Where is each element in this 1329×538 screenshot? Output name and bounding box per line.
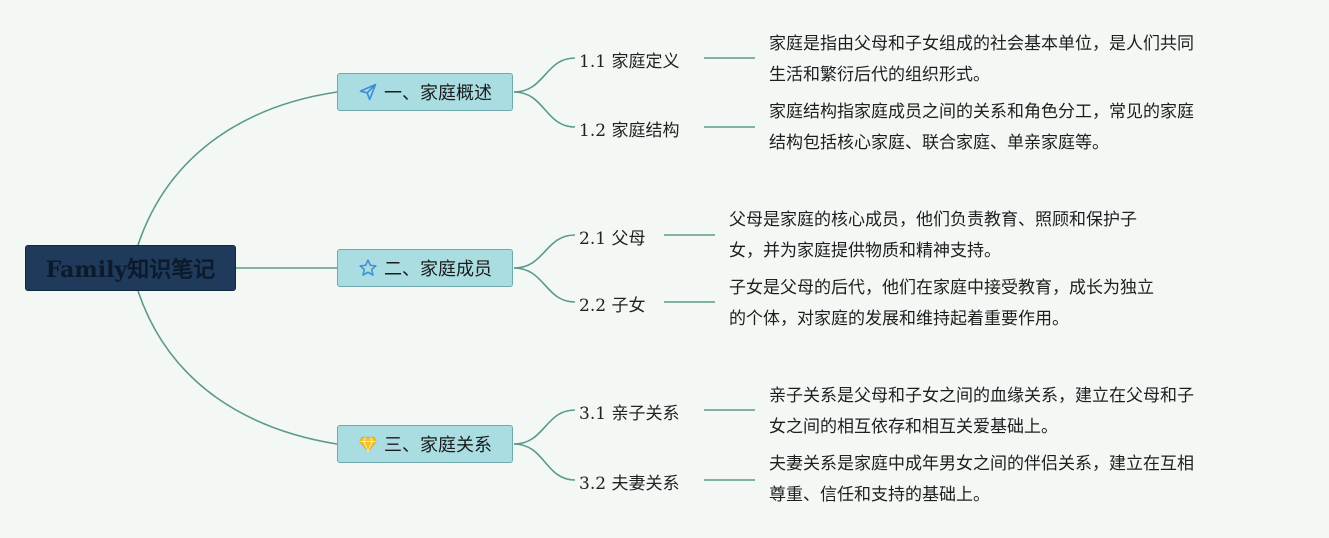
branch-node-overview[interactable]: 一、家庭概述 bbox=[337, 73, 513, 111]
description-line: 亲子关系是父母和子女之间的血缘关系，建立在父母和子 bbox=[769, 386, 1194, 406]
description-definition[interactable]: 家庭是指由父母和子女组成的社会基本单位，是人们共同 生活和繁衍后代的组织形式。 bbox=[769, 29, 1194, 91]
description-line: 家庭是指由父母和子女组成的社会基本单位，是人们共同 bbox=[769, 34, 1194, 54]
sub-topic-parents[interactable]: 2.1 父母 bbox=[579, 224, 645, 249]
sub-topic-children[interactable]: 2.2 子女 bbox=[579, 291, 645, 316]
sub-topic-label: 父母 bbox=[611, 229, 646, 249]
description-line: 子女是父母的后代，他们在家庭中接受教育，成长为独立 bbox=[729, 278, 1154, 298]
root-node[interactable]: Family知识笔记 bbox=[25, 245, 236, 291]
branch-node-members[interactable]: 二、家庭成员 bbox=[337, 249, 513, 287]
description-structure[interactable]: 家庭结构指家庭成员之间的关系和角色分工，常见的家庭 结构包括核心家庭、联合家庭、… bbox=[769, 97, 1194, 159]
diamond-icon bbox=[358, 434, 378, 454]
connector-root-branch-1 bbox=[137, 91, 338, 246]
description-parents[interactable]: 父母是家庭的核心成员，他们负责教育、照顾和保护子 女，并为家庭提供物质和精神支持… bbox=[729, 205, 1137, 267]
description-line: 家庭结构指家庭成员之间的关系和角色分工，常见的家庭 bbox=[769, 102, 1194, 122]
description-line: 女，并为家庭提供物质和精神支持。 bbox=[729, 241, 1001, 261]
branch-node-relations[interactable]: 三、家庭关系 bbox=[337, 425, 513, 463]
description-line: 女之间的相互依存和相互关爱基础上。 bbox=[769, 417, 1058, 437]
sub-topic-number: 1.2 bbox=[579, 121, 607, 141]
branch-label: 二、家庭成员 bbox=[384, 259, 492, 280]
connector-root-branch-3 bbox=[137, 290, 338, 445]
description-children[interactable]: 子女是父母的后代，他们在家庭中接受教育，成长为独立 的个体，对家庭的发展和维持起… bbox=[729, 273, 1154, 335]
connector-branch-3-sub-1 bbox=[513, 409, 576, 445]
description-line: 生活和繁衍后代的组织形式。 bbox=[769, 65, 990, 85]
connector-branch-3-sub-2 bbox=[513, 443, 576, 481]
paper-plane-icon bbox=[358, 82, 378, 102]
connector-branch-1-sub-2 bbox=[513, 91, 576, 128]
sub-topic-number: 2.2 bbox=[579, 296, 607, 316]
root-title: Family知识笔记 bbox=[45, 257, 216, 283]
sub-topic-label: 家庭定义 bbox=[611, 52, 680, 72]
star-icon bbox=[358, 258, 378, 278]
description-line: 父母是家庭的核心成员，他们负责教育、照顾和保护子 bbox=[729, 210, 1137, 230]
sub-topic-label: 家庭结构 bbox=[611, 121, 680, 141]
sub-topic-label: 子女 bbox=[611, 296, 646, 316]
sub-topic-label: 亲子关系 bbox=[611, 404, 680, 424]
sub-topic-definition[interactable]: 1.1 家庭定义 bbox=[579, 47, 679, 72]
description-line: 的个体，对家庭的发展和维持起着重要作用。 bbox=[729, 309, 1069, 329]
description-line: 结构包括核心家庭、联合家庭、单亲家庭等。 bbox=[769, 133, 1109, 153]
branch-label: 三、家庭关系 bbox=[384, 435, 492, 456]
sub-topic-number: 1.1 bbox=[579, 52, 607, 72]
description-line: 夫妻关系是家庭中成年男女之间的伴侣关系，建立在互相 bbox=[769, 454, 1194, 474]
sub-topic-parent-child[interactable]: 3.1 亲子关系 bbox=[579, 399, 679, 424]
description-parent-child[interactable]: 亲子关系是父母和子女之间的血缘关系，建立在父母和子 女之间的相互依存和相互关爱基… bbox=[769, 381, 1194, 443]
description-line: 尊重、信任和支持的基础上。 bbox=[769, 485, 990, 505]
connector-branch-1-sub-1 bbox=[513, 57, 576, 93]
sub-topic-number: 3.1 bbox=[579, 404, 607, 424]
connector-branch-2-sub-1 bbox=[513, 234, 576, 269]
sub-topic-number: 2.1 bbox=[579, 229, 607, 249]
connector-branch-2-sub-2 bbox=[513, 267, 576, 303]
description-marriage[interactable]: 夫妻关系是家庭中成年男女之间的伴侣关系，建立在互相 尊重、信任和支持的基础上。 bbox=[769, 449, 1194, 511]
sub-topic-number: 3.2 bbox=[579, 474, 607, 494]
sub-topic-marriage[interactable]: 3.2 夫妻关系 bbox=[579, 469, 679, 494]
branch-label: 一、家庭概述 bbox=[384, 83, 492, 104]
sub-topic-structure[interactable]: 1.2 家庭结构 bbox=[579, 116, 679, 141]
sub-topic-label: 夫妻关系 bbox=[611, 474, 680, 494]
